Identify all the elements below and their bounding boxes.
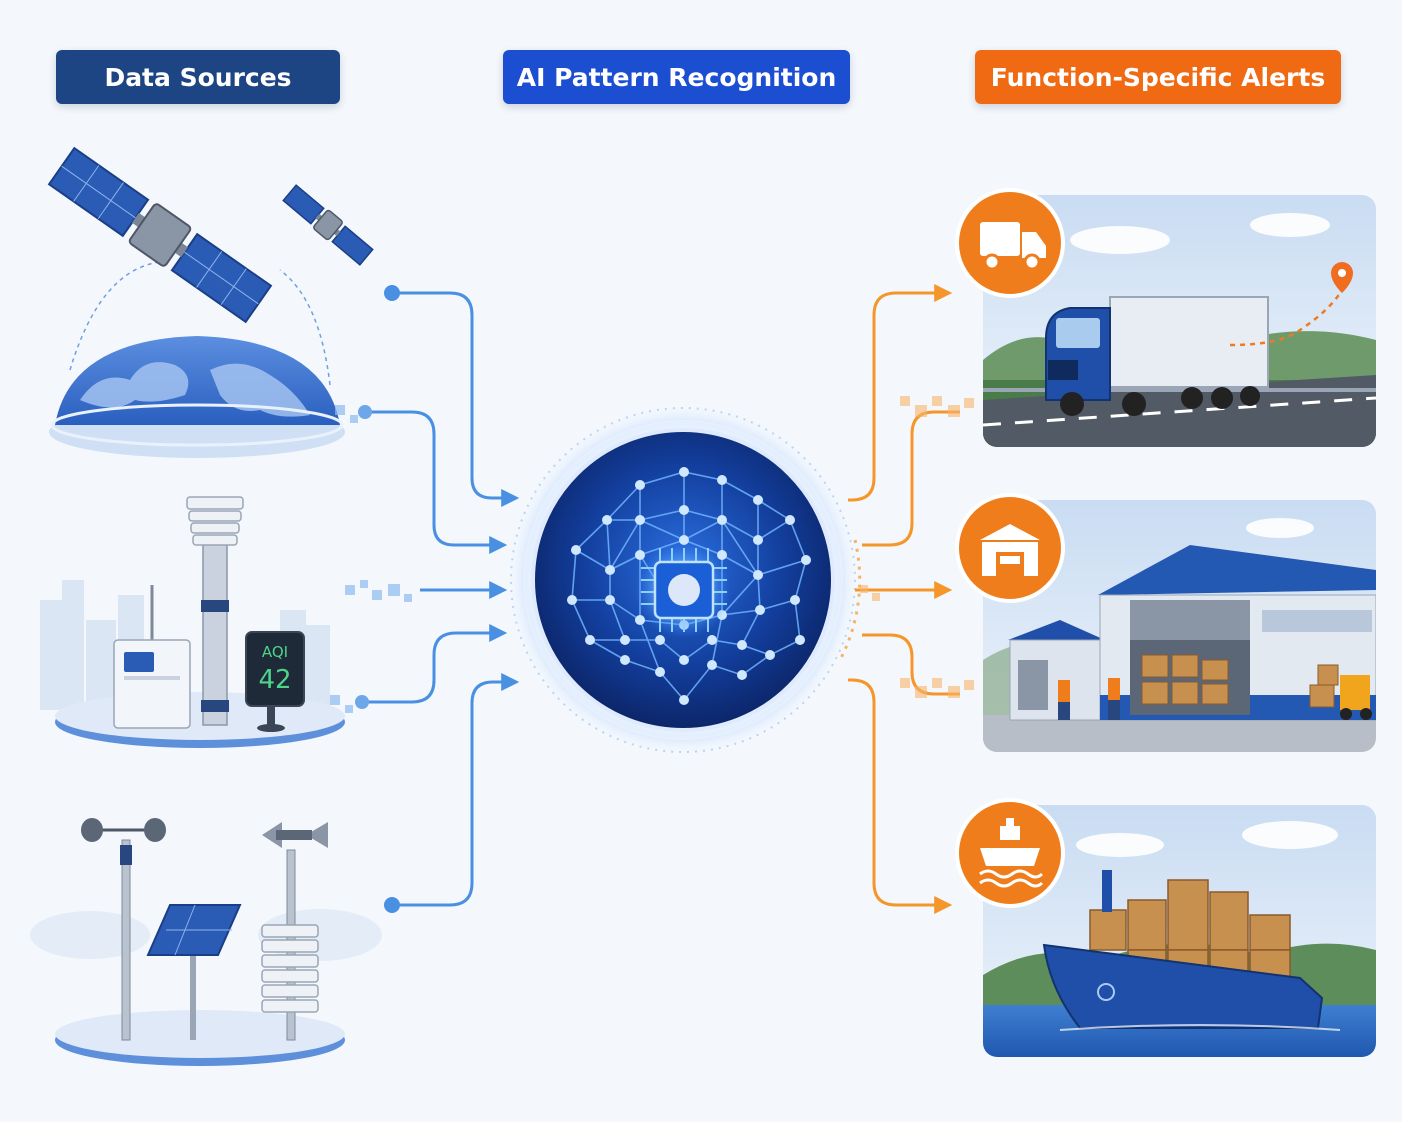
weather-station-icon <box>30 818 382 1066</box>
ship-alert-card <box>957 800 1376 1057</box>
source-node-1 <box>384 285 400 301</box>
ai-core-icon <box>505 402 861 758</box>
source-node-3 <box>355 695 369 709</box>
aqi-label: AQI <box>262 643 288 661</box>
ship-icon <box>957 800 1063 906</box>
truck-alert-card <box>957 190 1376 447</box>
output-flow-lines <box>848 293 960 905</box>
satellite-globe-icon <box>48 147 374 458</box>
warehouse-icon <box>957 495 1063 601</box>
air-quality-station-icon: AQI 42 <box>40 497 345 748</box>
aqi-value: 42 <box>258 665 291 695</box>
input-pixel-stream <box>330 405 412 713</box>
input-flow-lines <box>362 293 512 905</box>
source-node-4 <box>384 897 400 913</box>
truck-icon <box>957 190 1063 296</box>
warehouse-alert-card <box>957 495 1376 752</box>
source-node-2 <box>358 405 372 419</box>
